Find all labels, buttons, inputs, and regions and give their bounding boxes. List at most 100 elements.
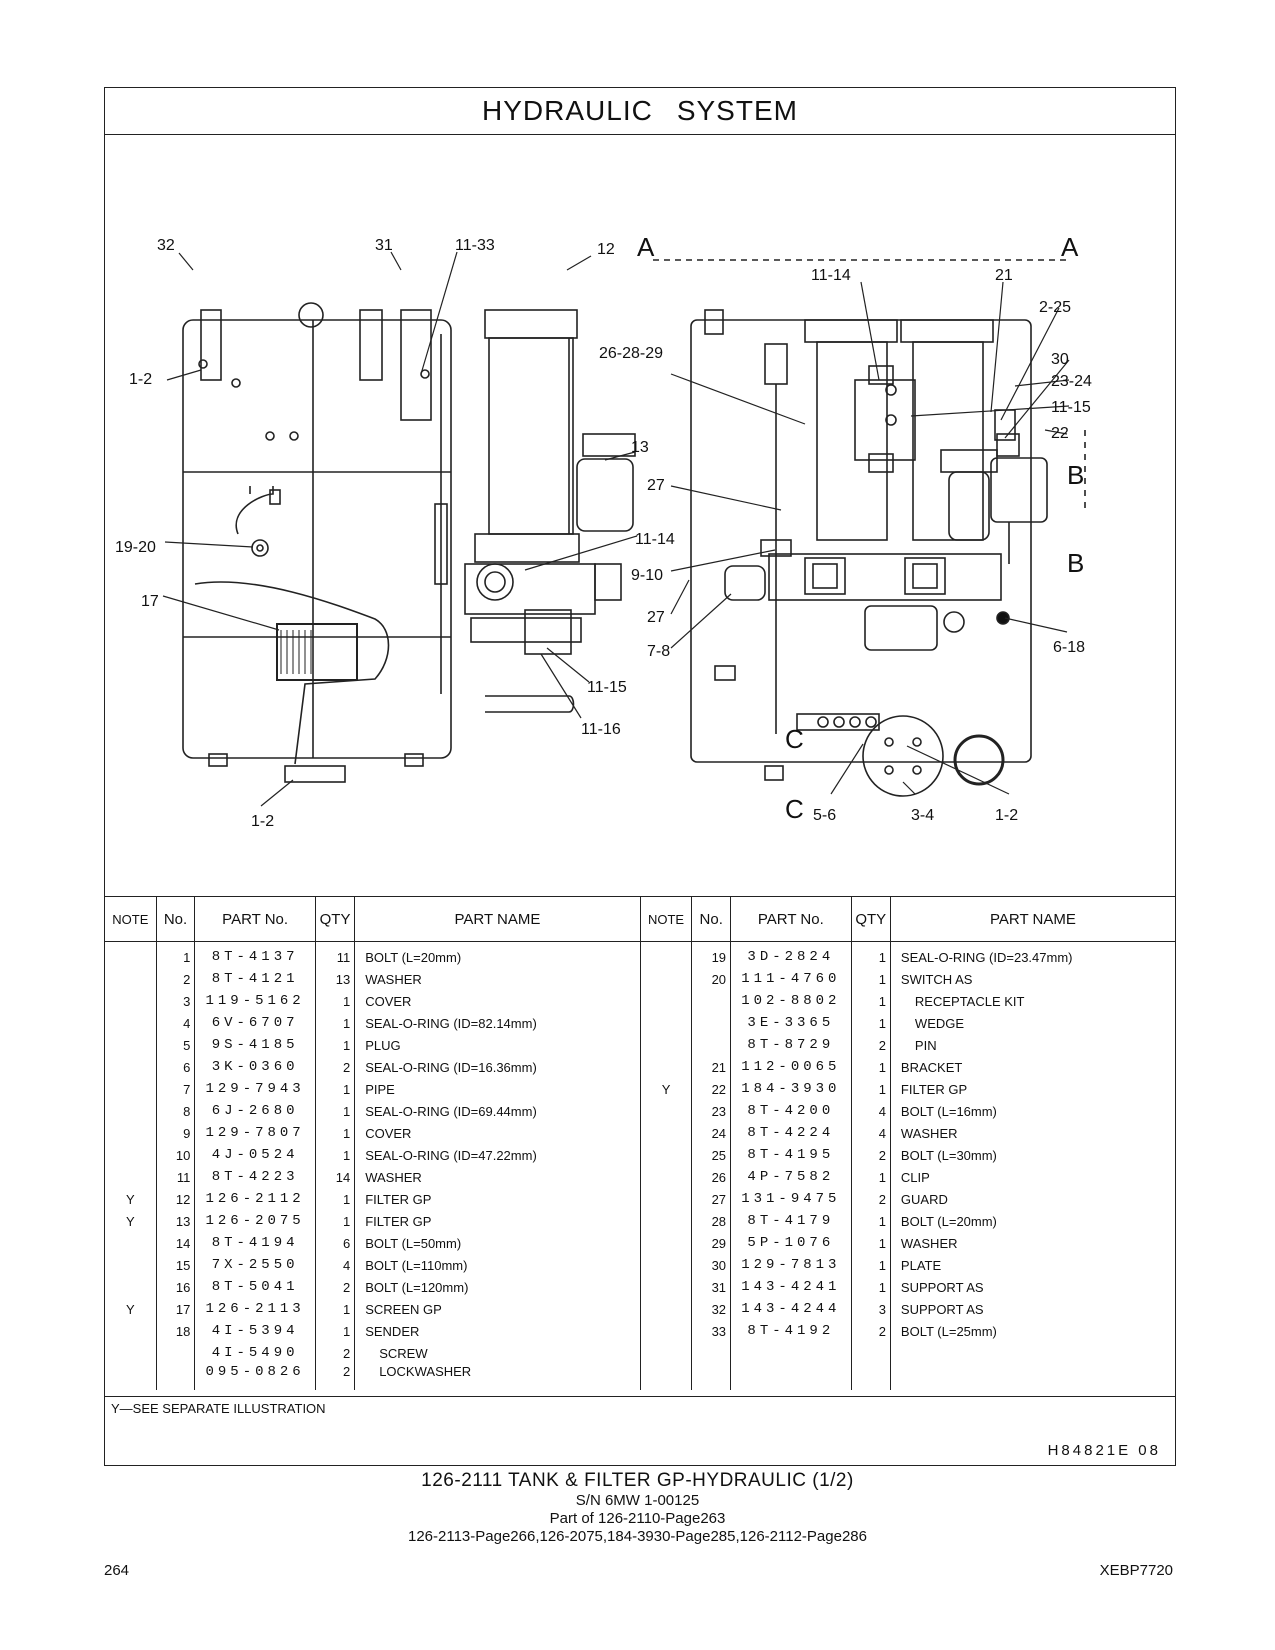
item-number-cell bbox=[691, 1364, 731, 1390]
col-part-name: PART NAME bbox=[889, 896, 1175, 942]
section-marker: A bbox=[637, 232, 655, 262]
section-marker: C bbox=[785, 724, 804, 754]
part-name-cell: SUPPORT AS bbox=[889, 1276, 1175, 1298]
item-number-cell: 29 bbox=[691, 1232, 731, 1254]
item-number-cell: 23 bbox=[691, 1100, 731, 1122]
quantity-cell: 14 bbox=[314, 1166, 355, 1188]
callout: 23-24 bbox=[1051, 373, 1092, 390]
part-name-cell: BOLT (L=25mm) bbox=[889, 1320, 1175, 1342]
note-cell bbox=[639, 1166, 692, 1188]
part-number-cell: 8T-8729 bbox=[730, 1034, 852, 1056]
item-number-cell: 27 bbox=[691, 1188, 731, 1210]
title-left: HYDRAULIC bbox=[482, 95, 653, 126]
part-name-cell: BOLT (L=120mm) bbox=[354, 1276, 641, 1298]
page-number: 264 bbox=[104, 1562, 130, 1579]
item-number-cell: 1 bbox=[155, 941, 195, 968]
quantity-cell: 2 bbox=[314, 1364, 355, 1390]
quantity-cell: 1 bbox=[850, 1056, 891, 1078]
part-name-cell: FILTER GP bbox=[354, 1188, 641, 1210]
quantity-cell: 1 bbox=[850, 1166, 891, 1188]
caption-part-of: Part of 126-2110-Page263 bbox=[549, 1510, 726, 1527]
item-number-cell bbox=[155, 1364, 195, 1390]
note-cell bbox=[105, 1254, 156, 1276]
callout: 11-15 bbox=[587, 679, 627, 696]
quantity-cell: 1 bbox=[314, 990, 355, 1012]
callout: 32 bbox=[157, 237, 175, 254]
callouts-left: 32 31 11-33 12 1-2 26-28-29 13 27 19-20 … bbox=[115, 237, 675, 830]
note-cell bbox=[639, 1122, 692, 1144]
callouts-right: A A 11-14 21 2-25 30 23-24 11-15 22 B B … bbox=[637, 232, 1092, 824]
section-marker: B bbox=[1067, 460, 1084, 490]
part-number-cell: 112-0065 bbox=[730, 1056, 852, 1078]
item-number-cell bbox=[691, 1034, 731, 1056]
part-number-cell: 6V-6707 bbox=[194, 1012, 316, 1034]
part-number-cell: 4I-5490 bbox=[194, 1342, 316, 1364]
part-name-cell: PIPE bbox=[354, 1078, 641, 1100]
part-name-cell: SCREEN GP bbox=[354, 1298, 641, 1320]
item-number-cell: 18 bbox=[155, 1320, 195, 1342]
note-cell bbox=[639, 1320, 692, 1342]
quantity-cell: 4 bbox=[314, 1254, 355, 1276]
quantity-cell: 6 bbox=[314, 1232, 355, 1254]
part-number-cell: 111-4760 bbox=[730, 968, 852, 990]
note-cell bbox=[105, 1320, 156, 1342]
note-cell: Y bbox=[125, 1191, 135, 1207]
part-name-cell: SCREW bbox=[354, 1342, 641, 1364]
item-number-cell: 12 bbox=[155, 1188, 195, 1210]
item-number-cell: 19 bbox=[691, 941, 731, 968]
note-cell bbox=[639, 1012, 692, 1034]
callout: 11-16 bbox=[581, 721, 621, 738]
note-cell: Y bbox=[639, 1078, 692, 1100]
part-number-cell: 8T-4192 bbox=[730, 1320, 852, 1342]
col-part-name: PART NAME bbox=[354, 896, 641, 942]
footnote: Y—SEE SEPARATE ILLUSTRATION bbox=[111, 1401, 326, 1416]
part-name-cell: SEAL-O-RING (ID=16.36mm) bbox=[354, 1056, 641, 1078]
callout: 11-33 bbox=[455, 237, 495, 254]
part-number-cell: 8T-4223 bbox=[194, 1166, 316, 1188]
note-cell bbox=[105, 1012, 156, 1034]
quantity-cell: 1 bbox=[850, 1254, 891, 1276]
quantity-cell: 1 bbox=[314, 1188, 355, 1210]
part-name-cell bbox=[889, 1342, 1175, 1364]
caption: 126-2111 TANK & FILTER GP-HYDRAULIC (1/2… bbox=[0, 1470, 1275, 1546]
item-number-cell: 32 bbox=[691, 1298, 731, 1320]
quantity-cell: 1 bbox=[314, 1210, 355, 1232]
col-no: No. bbox=[155, 896, 195, 942]
item-number-cell: 22 bbox=[691, 1078, 731, 1100]
quantity-cell: 1 bbox=[850, 1078, 891, 1100]
quantity-cell: 4 bbox=[850, 1100, 891, 1122]
part-number-cell bbox=[730, 1342, 852, 1364]
note-cell bbox=[639, 941, 692, 968]
callout: 30 bbox=[1051, 351, 1069, 368]
item-number-cell: 5 bbox=[155, 1034, 195, 1056]
callout: 9-10 bbox=[631, 567, 663, 584]
part-number-cell: 8T-4121 bbox=[194, 968, 316, 990]
part-number-cell: 8T-4137 bbox=[194, 941, 316, 968]
part-number-cell: 3E-3365 bbox=[730, 1012, 852, 1034]
part-number-cell: 4P-7582 bbox=[730, 1166, 852, 1188]
callout: 31 bbox=[375, 237, 393, 254]
item-number-cell: 10 bbox=[155, 1144, 195, 1166]
caption-serial: S/N 6MW 1-00125 bbox=[575, 1492, 700, 1509]
quantity-cell: 2 bbox=[314, 1276, 355, 1298]
item-number-cell: 30 bbox=[691, 1254, 731, 1276]
part-name-cell: SEAL-O-RING (ID=47.22mm) bbox=[354, 1144, 641, 1166]
part-name-cell: WASHER bbox=[889, 1122, 1175, 1144]
note-cell bbox=[639, 990, 692, 1012]
callout: 11-14 bbox=[635, 531, 675, 548]
part-name-cell: WEDGE bbox=[889, 1012, 1175, 1034]
note-cell bbox=[639, 1056, 692, 1078]
part-number-cell: 129-7813 bbox=[730, 1254, 852, 1276]
note-cell bbox=[105, 1078, 156, 1100]
note-cell bbox=[105, 1100, 156, 1122]
callout: 26-28-29 bbox=[599, 345, 663, 362]
item-number-cell: 11 bbox=[155, 1166, 195, 1188]
